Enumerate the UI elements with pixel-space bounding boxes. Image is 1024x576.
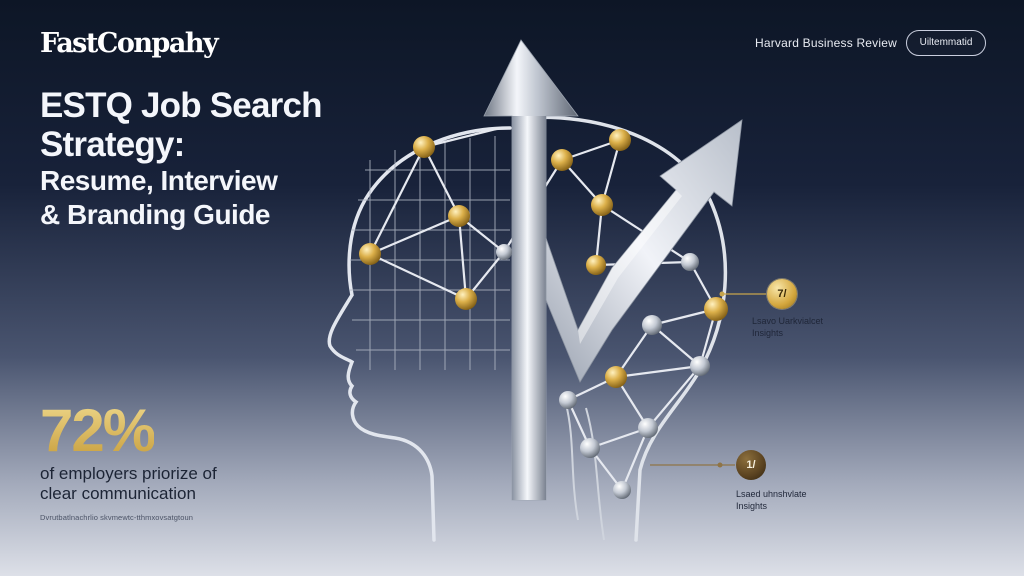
publication-label[interactable]: Harvard Business Review: [755, 36, 897, 50]
callout-1-line-1: Lsavo Uarkvialcet: [752, 316, 824, 326]
network-nodes: [359, 129, 728, 499]
callout-2-line-2: Insights: [736, 501, 768, 511]
brand-logo[interactable]: FastConpahy: [40, 28, 219, 59]
stat-source: Dvrutbatlnachrlio skvmewtc-tthmxovsatgto…: [40, 513, 194, 522]
stat-caption: of employers priorize of clear communica…: [40, 464, 280, 504]
upward-arrow-icon: [483, 39, 579, 501]
title-line-4: & Branding Guide: [40, 199, 271, 230]
callout-1-line-2: Insights: [752, 328, 784, 338]
title-line-1: ESTQ Job Search: [40, 86, 323, 125]
trend-up-arrow-icon: [545, 119, 743, 383]
stat-caption-line-1: of employers priorize of: [40, 464, 217, 483]
title-line-2: Strategy:: [40, 125, 185, 164]
pill-button[interactable]: Uiltemmatid: [906, 30, 986, 56]
callout-badge-2: 1/: [736, 450, 766, 480]
title-line-3: Resume, Interview: [40, 165, 278, 196]
stat-value: 72%: [40, 397, 156, 464]
callout-label-1: Lsavo Uarkvialcet Insights: [752, 315, 823, 339]
callout-2-line-1: Lsaed uhnshvlate: [736, 489, 807, 499]
page-title: ESTQ Job Search Strategy: Resume, Interv…: [40, 86, 360, 232]
callout-badge-1: 7/: [767, 279, 797, 309]
callout-label-2: Lsaed uhnshvlate Insights: [736, 488, 807, 512]
stat-caption-line-2: clear communication: [40, 484, 196, 503]
